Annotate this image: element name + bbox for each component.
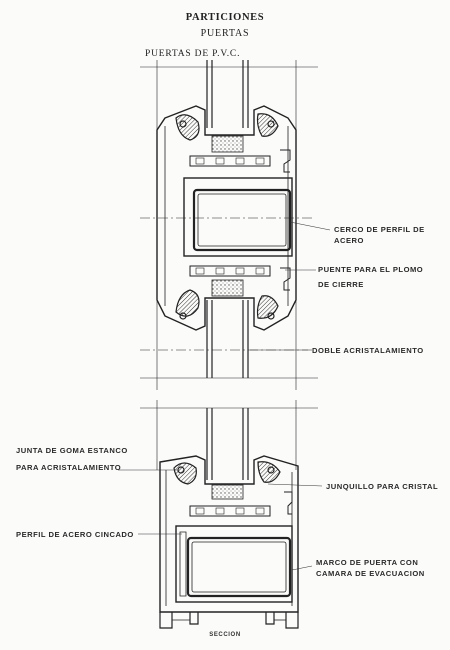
leader-lines bbox=[118, 221, 331, 571]
steel-profile-upper bbox=[192, 188, 292, 252]
section-title: PUERTAS DE P.V.C. bbox=[145, 49, 241, 59]
footer-caption: SECCION bbox=[209, 632, 241, 638]
bead-ur bbox=[267, 120, 275, 128]
upper-section bbox=[140, 60, 318, 390]
lower-section bbox=[140, 400, 318, 629]
desiccant-upper bbox=[211, 135, 244, 153]
gasket-lower-left bbox=[175, 289, 200, 317]
leader-cerco bbox=[289, 221, 331, 231]
page-title: PARTICIONES bbox=[185, 12, 265, 23]
label-marco-line1: MARCO DE PUERTA CON bbox=[316, 558, 419, 567]
steel-core-upper bbox=[183, 177, 293, 257]
label-cerco-line2: ACERO bbox=[334, 236, 364, 245]
gasket-lower-junta bbox=[173, 462, 197, 485]
glass-panes-bottom bbox=[206, 300, 249, 378]
gasket-lower-right bbox=[256, 295, 279, 319]
bead-ul bbox=[179, 120, 187, 128]
glass-panes-top bbox=[206, 60, 249, 128]
leader-marco bbox=[291, 565, 313, 571]
label-junta-line2: PARA ACRISTALAMIENTO bbox=[16, 463, 122, 472]
label-cerco: CERCO DE PERFIL DE ACERO bbox=[334, 224, 425, 246]
steel-core-lower bbox=[175, 525, 293, 603]
steel-profile-lower bbox=[186, 536, 292, 598]
pvc-frame-upper bbox=[156, 105, 297, 331]
label-junta-line1: JUNTA DE GOMA ESTANCO bbox=[16, 446, 128, 455]
frame-feet bbox=[159, 612, 299, 629]
label-marco-line2: CAMARA DE EVACUACION bbox=[316, 569, 425, 578]
label-puente-line1: PUENTE PARA EL PLOMO bbox=[318, 265, 424, 274]
pvc-frame-lower bbox=[159, 455, 299, 613]
label-puente: PUENTE PARA EL PLOMO DE CIERRE bbox=[318, 264, 423, 290]
label-marco: MARCO DE PUERTA CON CAMARA DE EVACUACION bbox=[316, 557, 425, 579]
label-cerco-line1: CERCO DE PERFIL DE bbox=[334, 225, 425, 234]
label-puente-line2: DE CIERRE bbox=[318, 280, 364, 289]
label-perfil: PERFIL DE ACERO CINCADO bbox=[16, 530, 134, 539]
label-junquillo: JUNQUILLO PARA CRISTAL bbox=[326, 482, 439, 491]
label-doble: DOBLE ACRISTALAMIENTO bbox=[312, 346, 424, 355]
label-junta: JUNTA DE GOMA ESTANCO PARA ACRISTALAMIEN… bbox=[16, 445, 128, 473]
bead-ll bbox=[179, 312, 187, 320]
page-subtitle: PUERTAS bbox=[200, 28, 250, 39]
bead-lr bbox=[267, 312, 275, 320]
desiccant-lower bbox=[211, 279, 244, 297]
gasket-upper-left bbox=[175, 114, 200, 141]
leader-junquillo bbox=[267, 483, 323, 487]
